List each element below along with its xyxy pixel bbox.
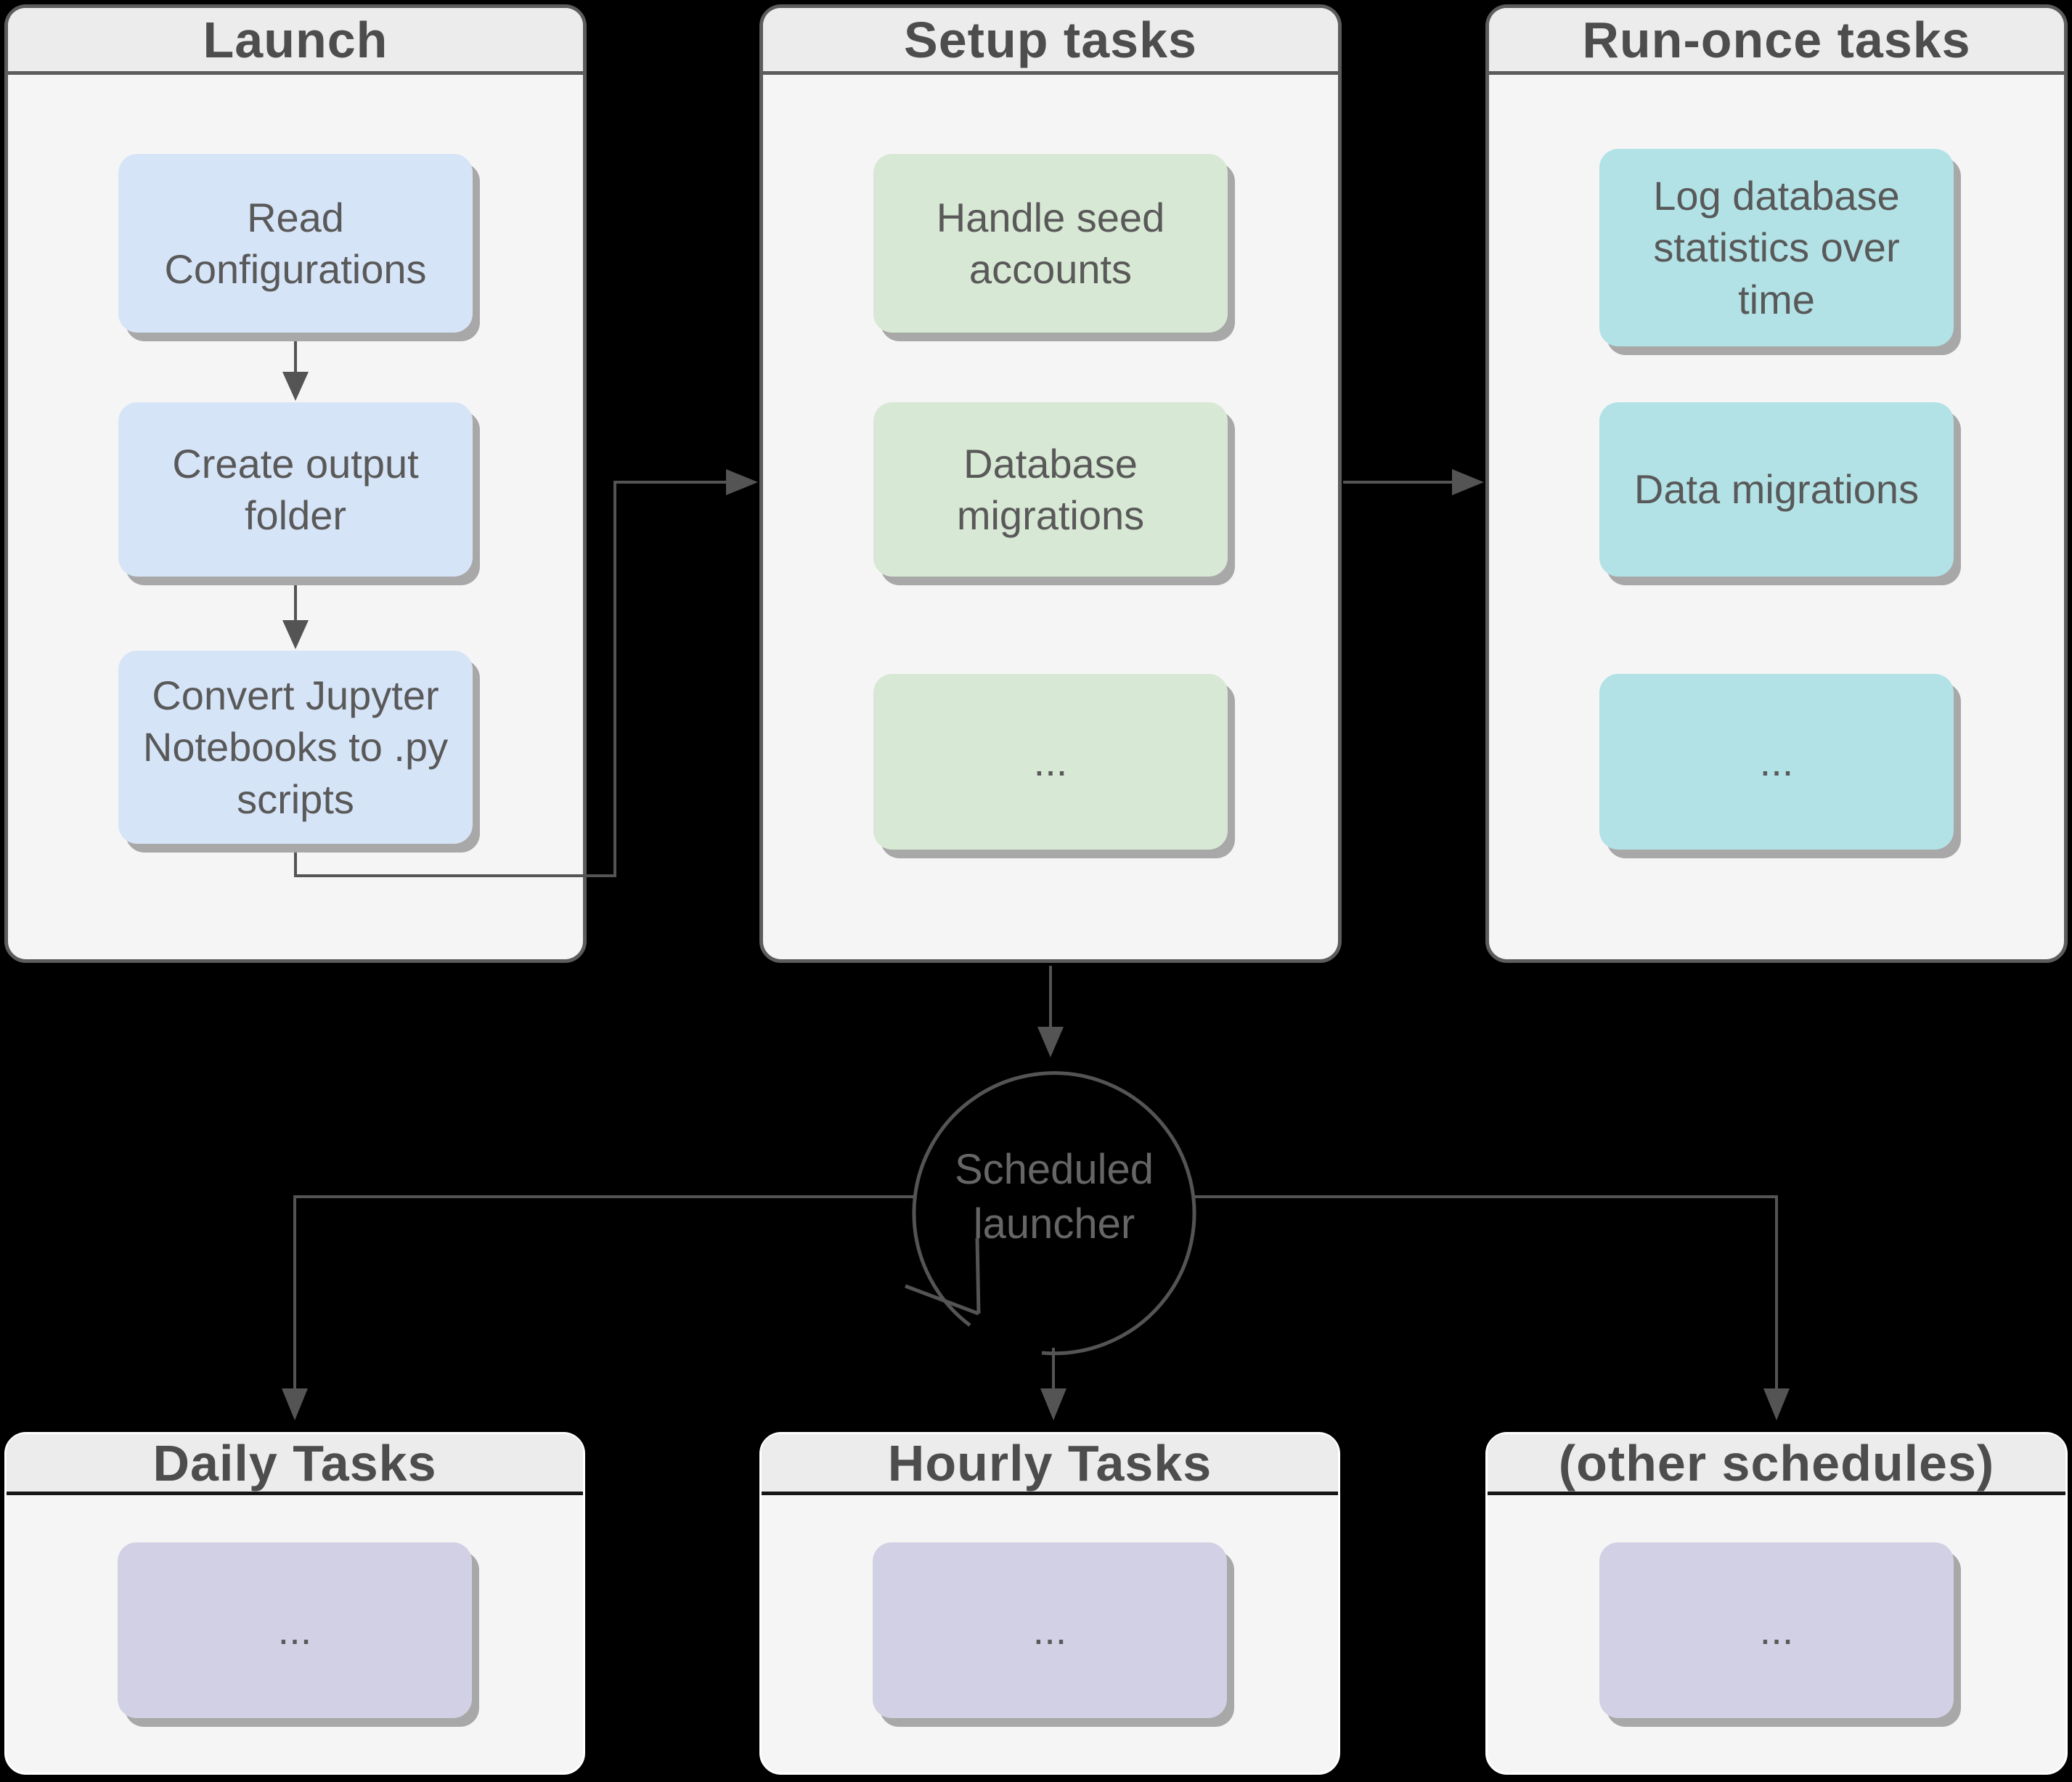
group-launch-header: Launch xyxy=(8,8,583,75)
node-create-output-folder-label: Create output folder xyxy=(172,440,419,538)
edge-launcher-to-daily xyxy=(293,1195,915,1388)
node-other-more-label: ... xyxy=(1759,1607,1794,1653)
node-log-db-statistics: Log database statistics over time xyxy=(1599,149,1954,346)
node-setup-more: ... xyxy=(873,674,1228,850)
node-run-once-more-label: ... xyxy=(1759,739,1794,785)
node-log-db-statistics-label: Log database statistics over time xyxy=(1653,173,1900,322)
node-read-configurations: Read Configurations xyxy=(118,154,473,333)
group-setup-tasks-header: Setup tasks xyxy=(763,8,1338,75)
arrowhead-launcher-other xyxy=(1763,1388,1790,1420)
node-daily-more-label: ... xyxy=(277,1607,312,1653)
node-handle-seed-accounts-label: Handle seed accounts xyxy=(936,194,1165,292)
node-other-more: ... xyxy=(1599,1542,1954,1718)
node-daily-more: ... xyxy=(118,1542,472,1718)
node-database-migrations-label: Database migrations xyxy=(956,440,1145,538)
node-create-output-folder: Create output folder xyxy=(118,402,473,577)
node-hourly-more: ... xyxy=(873,1542,1227,1718)
group-other-schedules-header: (other schedules) xyxy=(1488,1434,2065,1495)
group-launch-title: Launch xyxy=(203,11,388,68)
arrowhead-setup-launcher xyxy=(1037,1027,1064,1057)
node-database-migrations: Database migrations xyxy=(873,402,1228,577)
group-run-once-tasks-title: Run-once tasks xyxy=(1582,11,1971,68)
node-data-migrations: Data migrations xyxy=(1599,402,1954,577)
group-hourly-tasks-header: Hourly Tasks xyxy=(762,1434,1338,1495)
arrowhead-launch-setup xyxy=(726,469,758,495)
node-handle-seed-accounts: Handle seed accounts xyxy=(873,154,1228,333)
node-setup-more-label: ... xyxy=(1033,739,1068,785)
edge-launcher-to-other xyxy=(1194,1195,1778,1388)
node-data-migrations-label: Data migrations xyxy=(1633,466,1920,513)
node-convert-notebooks-label: Convert Jupyter Notebooks to .py scripts xyxy=(142,672,449,822)
group-other-schedules-title: (other schedules) xyxy=(1558,1434,1995,1492)
node-read-configurations-label: Read Configurations xyxy=(164,194,427,292)
arrowhead-launcher-daily xyxy=(282,1388,308,1420)
node-convert-notebooks: Convert Jupyter Notebooks to .py scripts xyxy=(118,651,473,844)
group-hourly-tasks-title: Hourly Tasks xyxy=(887,1434,1212,1492)
node-run-once-more: ... xyxy=(1599,674,1954,850)
group-run-once-tasks-header: Run-once tasks xyxy=(1489,8,2064,75)
scheduled-launcher-node: Scheduled launcher xyxy=(923,1117,1185,1277)
scheduled-launcher-label: Scheduled launcher xyxy=(954,1145,1154,1248)
group-daily-tasks-header: Daily Tasks xyxy=(7,1434,583,1495)
arrowhead-setup-run-once xyxy=(1452,469,1484,495)
group-setup-tasks-title: Setup tasks xyxy=(904,11,1197,68)
node-hourly-more-label: ... xyxy=(1032,1607,1067,1653)
arrowhead-launcher-hourly xyxy=(1040,1388,1066,1420)
group-daily-tasks-title: Daily Tasks xyxy=(152,1434,437,1492)
